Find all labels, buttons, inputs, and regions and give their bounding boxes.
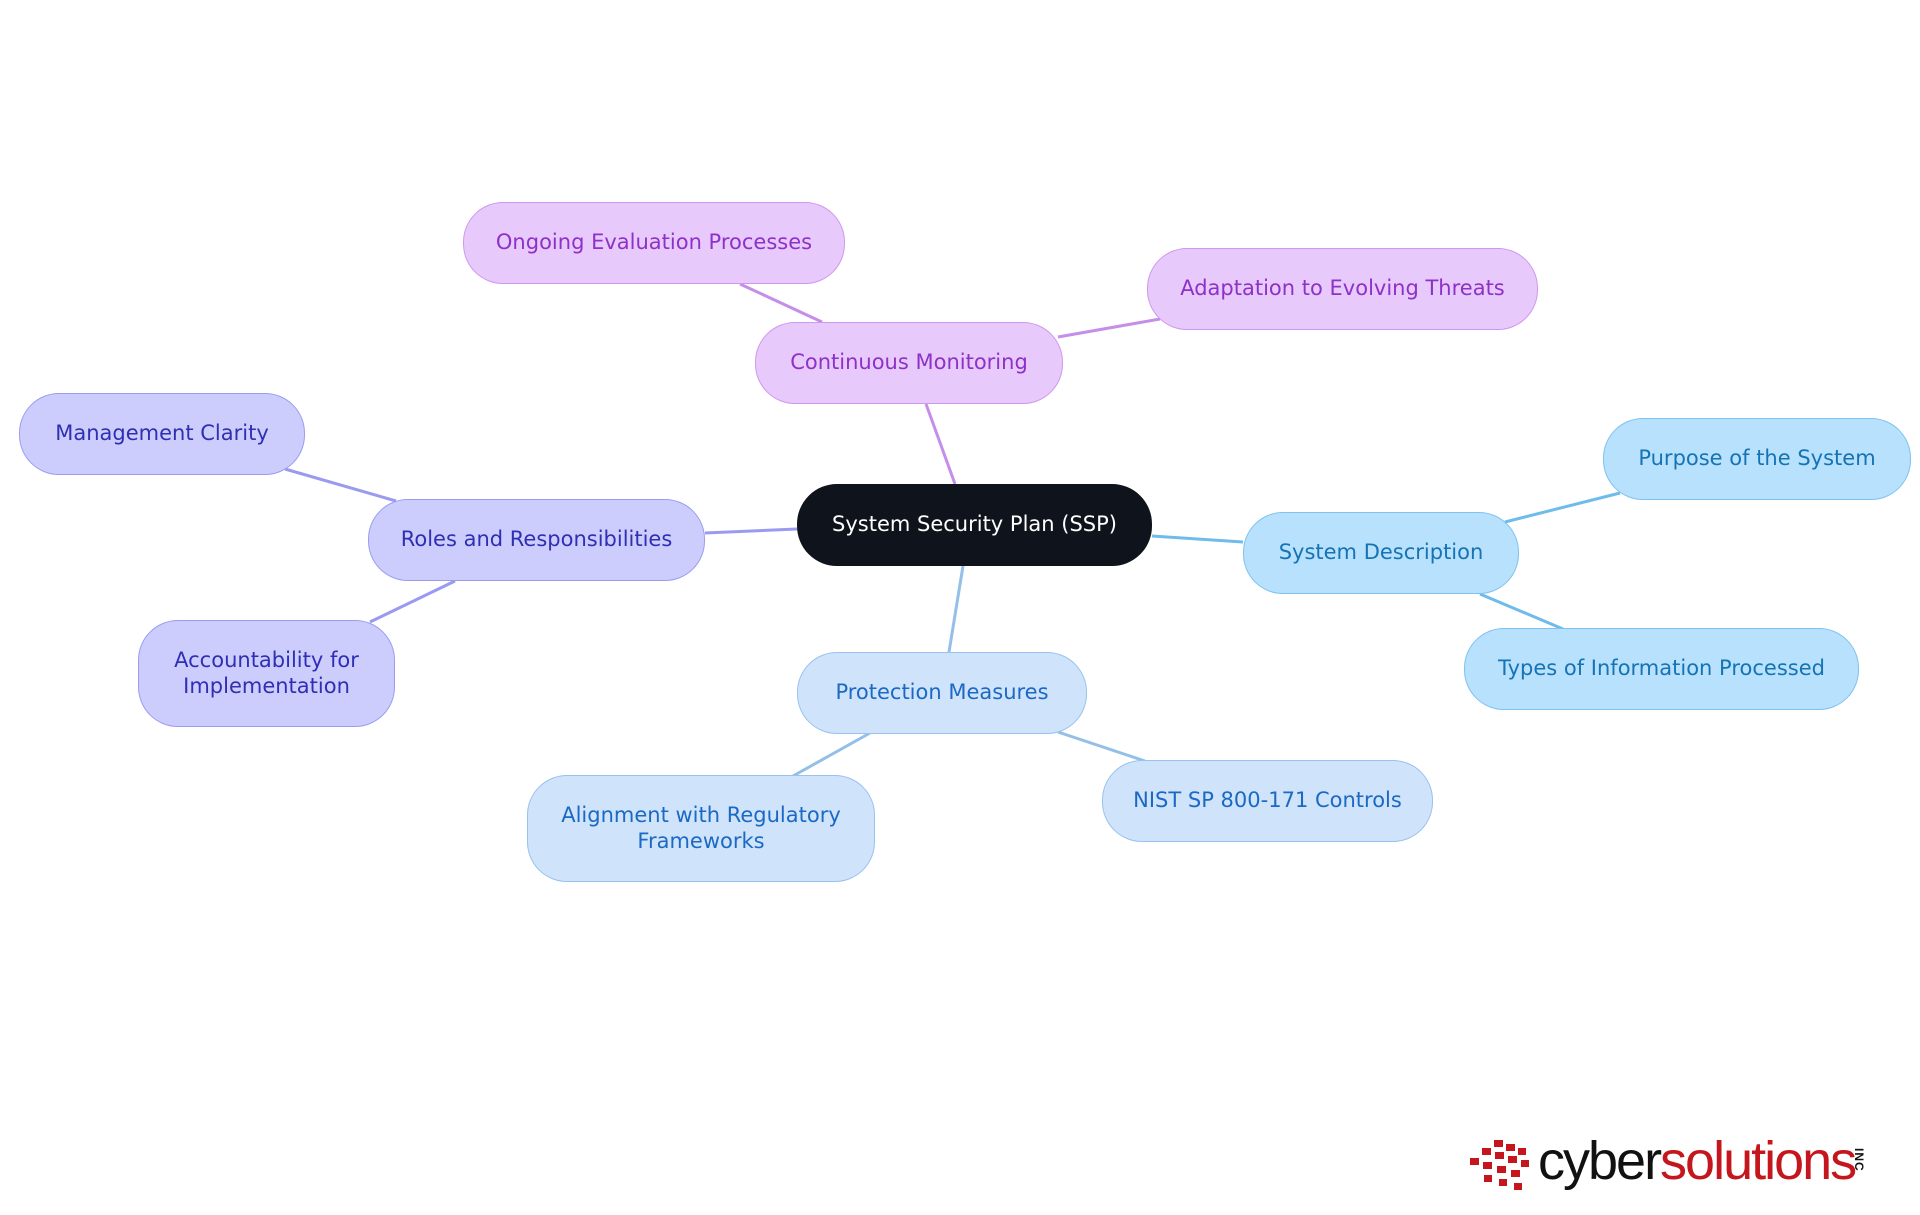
branch-node-label: Continuous Monitoring (790, 350, 1028, 375)
leaf-node-purpose-of-the-system[interactable]: Purpose of the System (1603, 418, 1911, 500)
leaf-node-label: Purpose of the System (1638, 446, 1876, 471)
branch-node-roles-and-responsibilities[interactable]: Roles and Responsibilities (368, 499, 705, 581)
branch-node-label: Roles and Responsibilities (400, 527, 673, 552)
edge-cm-adaptation (1057, 317, 1161, 339)
leaf-node-label-line-2: Implementation (183, 673, 350, 698)
logo-word-solutions: solutions (1660, 1131, 1857, 1191)
edge-pm-nist (1057, 730, 1146, 763)
leaf-node-label-line-1: Alignment with Regulatory (561, 803, 841, 828)
edge-sd-purpose (1504, 491, 1621, 524)
edge-root-continuous-monitoring (924, 403, 957, 485)
edge-root-system-description (1151, 534, 1244, 544)
branch-node-label: System Description (1278, 540, 1484, 565)
root-node-system-security-plan[interactable]: System Security Plan (SSP) (797, 484, 1152, 566)
edge-pm-alignment (792, 731, 871, 778)
leaf-node-label: NIST SP 800-171 Controls (1133, 788, 1402, 813)
leaf-node-nist-sp-800-171-controls[interactable]: NIST SP 800-171 Controls (1102, 760, 1433, 842)
edge-root-protection-measures (947, 565, 965, 653)
leaf-node-label: Ongoing Evaluation Processes (495, 230, 813, 255)
leaf-node-ongoing-evaluation-processes[interactable]: Ongoing Evaluation Processes (463, 202, 845, 284)
leaf-node-label: Management Clarity (55, 421, 269, 446)
edge-root-roles (704, 527, 798, 535)
edge-rr-accountability (369, 579, 456, 624)
leaf-node-label-line-2: Frameworks (637, 828, 765, 853)
root-node-label: System Security Plan (SSP) (832, 512, 1117, 537)
logo-inc-suffix: INC (1852, 1148, 1866, 1172)
logo-word-cyber: cyber (1538, 1131, 1662, 1191)
leaf-node-label: Adaptation to Evolving Threats (1180, 276, 1505, 301)
logo-wordmark: cybersolutions (1538, 1128, 1857, 1194)
branch-node-continuous-monitoring[interactable]: Continuous Monitoring (755, 322, 1063, 404)
leaf-node-label: Types of Information Processed (1498, 656, 1825, 681)
cybersolutions-logo: cybersolutions INC (1468, 1128, 1878, 1194)
branch-node-protection-measures[interactable]: Protection Measures (797, 652, 1087, 734)
leaf-node-types-of-information-processed[interactable]: Types of Information Processed (1464, 628, 1859, 710)
branch-node-label: Protection Measures (835, 680, 1049, 705)
leaf-node-management-clarity[interactable]: Management Clarity (19, 393, 305, 475)
leaf-node-label-line-1: Accountability for (174, 648, 359, 673)
leaf-node-adaptation-to-evolving-threats[interactable]: Adaptation to Evolving Threats (1147, 248, 1538, 330)
branch-node-system-description[interactable]: System Description (1243, 512, 1519, 594)
leaf-node-accountability-for-implementation[interactable]: Accountability for Implementation (138, 620, 395, 727)
edge-rr-management-clarity (284, 467, 397, 503)
leaf-node-alignment-with-regulatory-frameworks[interactable]: Alignment with Regulatory Frameworks (527, 775, 875, 882)
edge-sd-types-info (1479, 592, 1564, 631)
logo-pixel-mark-icon (1470, 1140, 1529, 1190)
edge-cm-ongoing-evaluation (739, 282, 823, 324)
